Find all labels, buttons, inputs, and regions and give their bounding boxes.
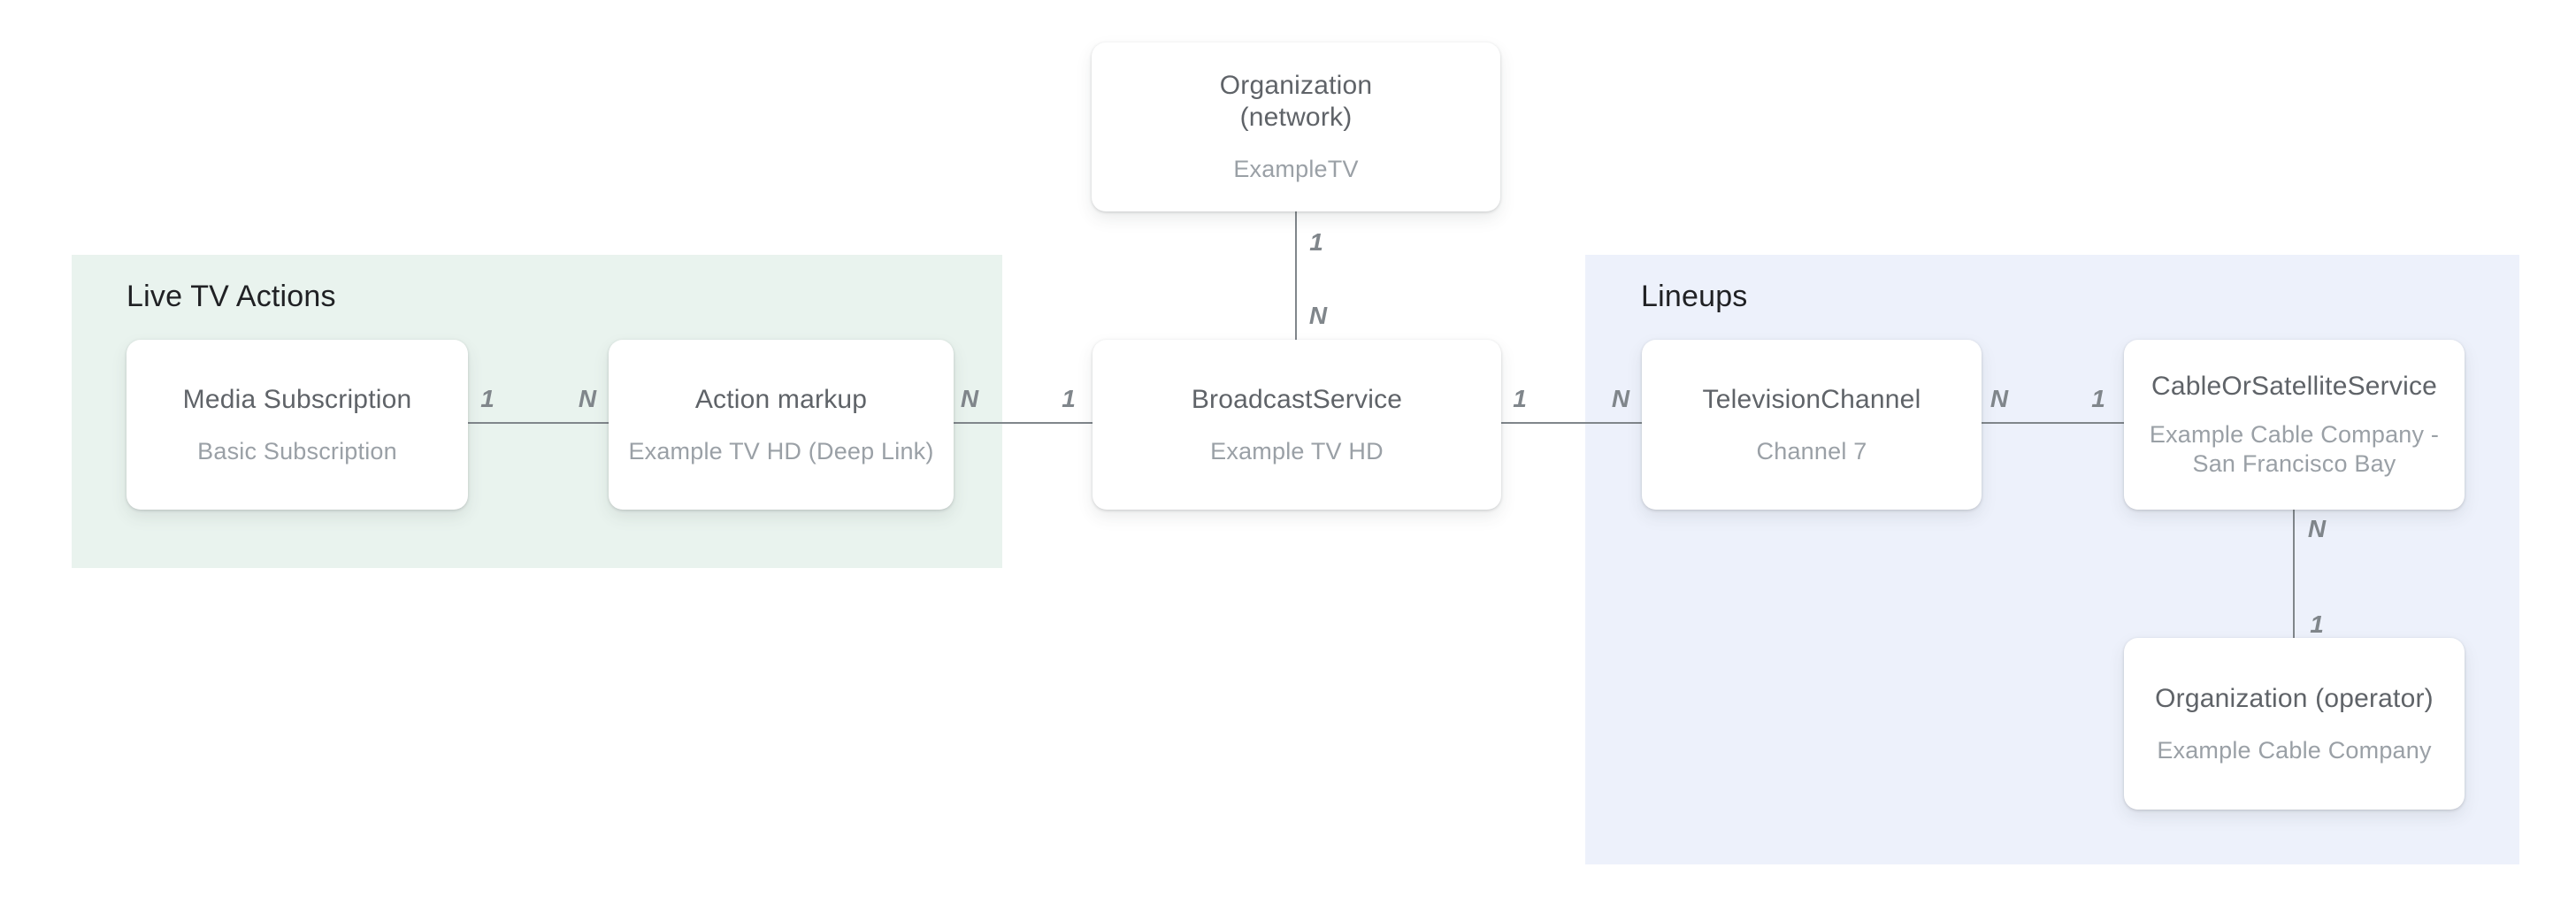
node-television-channel: TelevisionChannel Channel 7 (1642, 340, 1982, 510)
edge-cableorsatelliteservice-to-operator (2293, 509, 2295, 638)
cardinality-label: 1 (1513, 385, 1527, 412)
cardinality-label: 1 (2091, 385, 2105, 412)
node-title: BroadcastService (1191, 384, 1403, 414)
cardinality-label: N (578, 385, 597, 412)
node-subtitle: Example TV HD (Deep Link) (628, 437, 934, 465)
region-title-live-tv-actions: Live TV Actions (126, 280, 336, 313)
edge-actionmarkup-to-broadcastservice (954, 422, 1092, 424)
node-cable-or-satellite-service: CableOrSatelliteService Example Cable Co… (2124, 340, 2465, 510)
region-title-lineups: Lineups (1641, 280, 1748, 313)
cardinality-label: N (1990, 385, 2009, 412)
edge-televisionchannel-to-cableorsatelliteservice (1982, 422, 2124, 424)
node-media-subscription: Media Subscription Basic Subscription (126, 340, 468, 510)
cardinality-label: N (1611, 385, 1630, 412)
cardinality-label: 1 (1062, 385, 1076, 412)
node-subtitle: Example Cable Company (2157, 736, 2432, 764)
node-subtitle: Basic Subscription (197, 437, 397, 465)
cardinality-label: 1 (1309, 228, 1323, 256)
node-title: TelevisionChannel (1702, 384, 1921, 414)
edge-broadcastservice-to-televisionchannel (1501, 422, 1642, 424)
node-subtitle: Channel 7 (1756, 437, 1867, 465)
node-subtitle: Example Cable Company - San Francisco Ba… (2149, 421, 2440, 477)
node-title: Organization (network) (1219, 71, 1373, 132)
cardinality-label: N (2307, 515, 2327, 542)
node-broadcast-service: BroadcastService Example TV HD (1092, 340, 1501, 510)
node-subtitle: ExampleTV (1233, 156, 1359, 182)
node-title: Organization (operator) (2155, 683, 2434, 713)
node-title: Action markup (694, 384, 868, 414)
node-title: CableOrSatelliteService (2150, 372, 2438, 401)
cardinality-label: 1 (2310, 610, 2324, 638)
node-organization-operator: Organization (operator) Example Cable Co… (2124, 638, 2465, 810)
node-organization-network: Organization (network) ExampleTV (1092, 42, 1500, 211)
cardinality-label: N (1308, 302, 1328, 329)
node-subtitle: Example TV HD (1210, 437, 1384, 465)
edge-network-to-broadcastservice (1295, 211, 1297, 340)
cardinality-label: 1 (480, 385, 494, 412)
edge-mediasubscription-to-actionmarkup (468, 422, 609, 424)
node-action-markup: Action markup Example TV HD (Deep Link) (609, 340, 954, 510)
node-title: Media Subscription (182, 384, 412, 414)
cardinality-label: N (960, 385, 979, 412)
